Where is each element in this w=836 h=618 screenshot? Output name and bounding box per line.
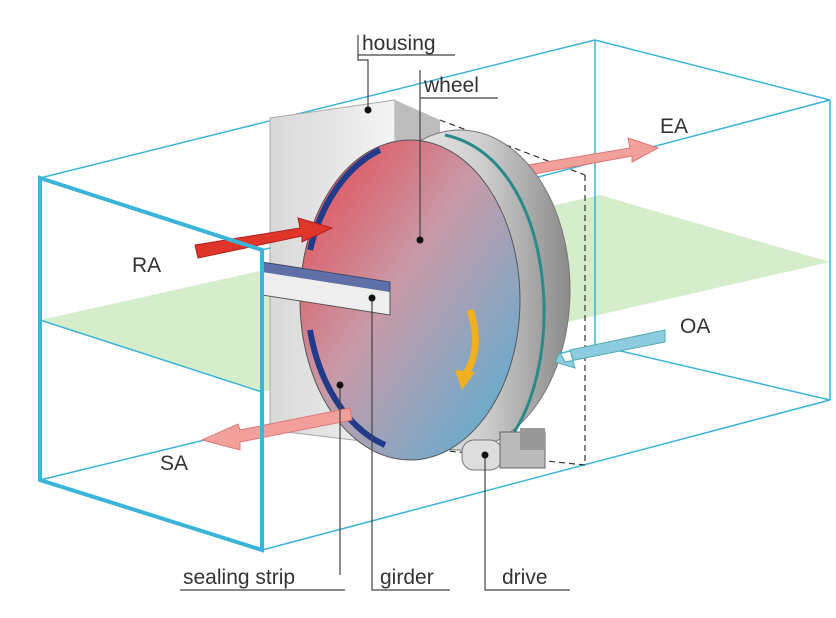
girder-seal (262, 262, 390, 292)
rotation-arrow (462, 308, 479, 377)
label-oa: OA (680, 315, 710, 338)
oa-arrow (554, 329, 666, 369)
label-wheel: wheel (423, 74, 479, 97)
label-ea: EA (660, 115, 688, 138)
label-sa: SA (160, 452, 188, 475)
label-drive: drive (502, 566, 548, 589)
drive-motor (461, 428, 546, 471)
leader-lines (180, 35, 570, 591)
leader-dots (336, 106, 489, 459)
label-housing: housing (362, 32, 436, 55)
drive-belt (444, 133, 546, 452)
label-sealing-strip: sealing strip (183, 566, 295, 589)
rotation-arrow-head (455, 370, 475, 390)
duct-front-face (38, 175, 264, 553)
ra-arrow (194, 217, 334, 259)
sa-arrow (200, 407, 353, 451)
label-girder: girder (380, 566, 434, 589)
label-ra: RA (132, 254, 161, 277)
